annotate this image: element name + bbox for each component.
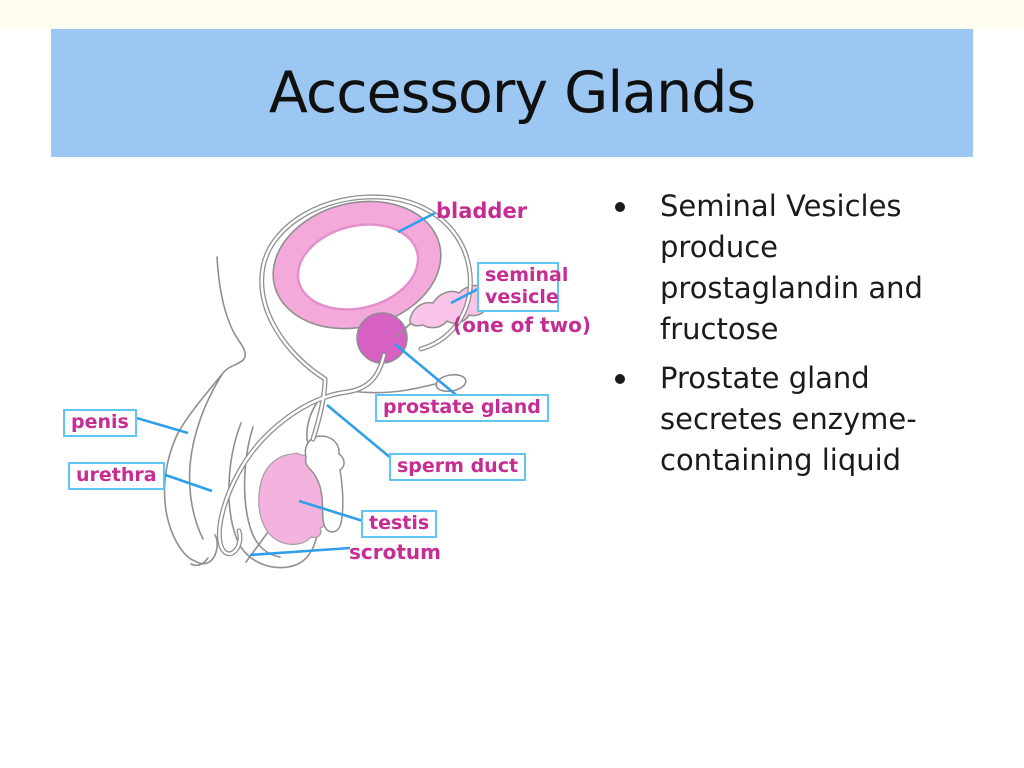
sperm-duct-tube-inner: [311, 377, 327, 441]
leader-line-seminal-vesicle: [450, 287, 479, 305]
anatomy-diagram-art: [122, 194, 491, 569]
sperm-duct-tube-inner: [260, 195, 472, 381]
label-seminal-vesicle-line2: vesicle: [485, 285, 559, 308]
bullet-line: fructose: [660, 312, 779, 346]
bullet-line: Seminal Vesicles: [660, 189, 902, 223]
bullet-list: Seminal Vesicles produce prostaglandin a…: [612, 186, 962, 481]
bullet-line: prostaglandin and: [660, 271, 923, 305]
bullet-line: secretes enzyme-: [660, 402, 917, 436]
label-one-of-two: (one of two): [453, 313, 591, 337]
bullet-item-prostate-gland: Prostate gland secretes enzyme- containi…: [612, 358, 962, 481]
body-outline: [163, 256, 246, 565]
leader-line-scrotum: [249, 546, 351, 557]
label-scrotum: scrotum: [349, 540, 442, 564]
title-banner: Accessory Glands: [51, 29, 973, 157]
leader-line-testis: [298, 499, 364, 523]
leader-line-sperm-duct: [326, 404, 393, 460]
bullet-item-seminal-vesicles: Seminal Vesicles produce prostaglandin a…: [612, 186, 962, 350]
bullet-dot: [615, 202, 625, 212]
penis-tip-inner-line: [190, 557, 209, 567]
label-urethra: urethra: [68, 462, 165, 490]
bullet-line: Prostate gland: [660, 361, 870, 395]
leader-line-prostate-gland: [394, 343, 462, 400]
leader-line-bladder: [397, 211, 436, 234]
urethra-tube-inner: [218, 353, 386, 555]
label-bladder: bladder: [436, 199, 528, 223]
epididymis-shape: [304, 435, 345, 533]
anatomy-diagram: bladder seminal vesicle (one of two) pro…: [57, 187, 597, 577]
bladder-cavity-shape: [296, 223, 420, 311]
label-penis: penis: [63, 409, 137, 437]
label-seminal-vesicle: seminal vesicle: [477, 262, 569, 312]
bullet-line: containing liquid: [660, 443, 902, 477]
label-testis: testis: [361, 510, 438, 538]
label-sperm-duct: sperm duct: [389, 453, 527, 481]
slide-title: Accessory Glands: [268, 60, 756, 126]
perineum-line: [245, 531, 269, 563]
bullet-dot: [615, 374, 625, 384]
bullet-line: produce: [660, 230, 779, 264]
label-seminal-vesicle-line1: seminal: [485, 264, 569, 286]
penis-inner-outline: [188, 372, 224, 540]
bulbourethral-duct-line: [350, 383, 436, 394]
label-prostate-gland: prostate gland: [375, 394, 549, 422]
page-top-strip: [0, 0, 1024, 29]
